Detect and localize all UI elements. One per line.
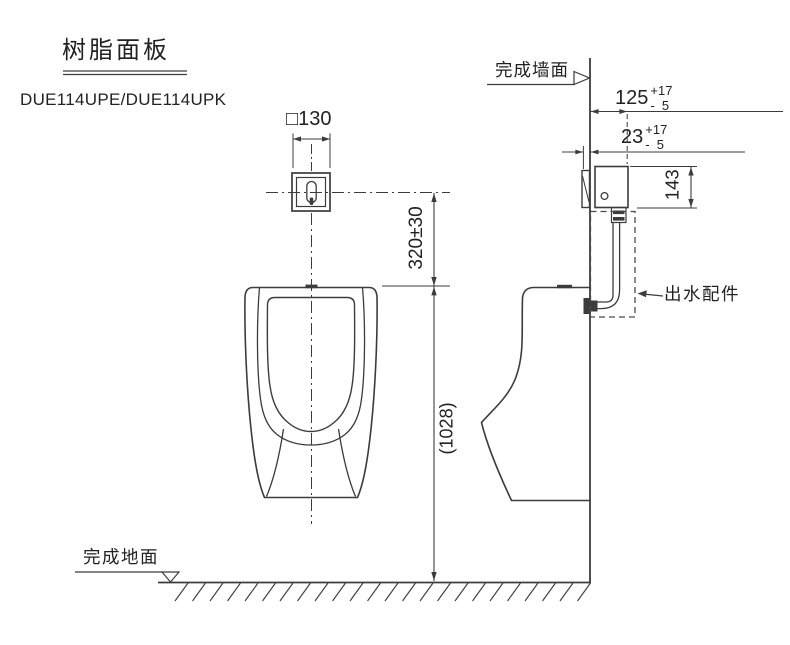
finished-wall-pointer (487, 70, 592, 86)
dim-23-plus: +17 (645, 122, 668, 137)
urinal-front-view (244, 284, 378, 499)
dim-wall-to-pipe-125 (590, 109, 783, 164)
dim-rim-height-label: (1028) (436, 402, 457, 455)
outlet-fitting-leader (637, 290, 664, 298)
water-inlet-mark (305, 284, 318, 289)
dim-wall-to-panel-23 (562, 146, 745, 169)
dim-23-tolerances: +17 - 5 (645, 122, 673, 153)
dim-125-tolerances: +17 - 5 (650, 83, 678, 114)
finished-wall-label: 完成墙面 (495, 60, 569, 80)
wall-flange-icon (583, 298, 590, 314)
dim-wall-to-pipe-label: 125 +17 - 5 (615, 83, 678, 114)
model-number: DUE114UPE/DUE114UPK (20, 90, 227, 109)
outlet-pipe (583, 222, 621, 314)
sensor-eye-icon (309, 197, 314, 205)
dim-sensor-width-label: □130 (286, 108, 332, 130)
urinal-side-view (480, 284, 590, 502)
flush-valve-box (594, 165, 629, 224)
finished-floor-label: 完成地面 (83, 547, 159, 567)
dim-valve-box-height-label: 143 (661, 169, 683, 201)
outlet-fitting-dashed-box (589, 210, 636, 318)
dim-23-main: 23 (621, 126, 644, 149)
page-title: 树脂面板 (62, 37, 170, 64)
center-lines (266, 144, 450, 524)
floor-hatching (174, 582, 591, 602)
dim-125-minus: - 5 (650, 97, 670, 113)
dim-valve-box-143 (630, 166, 697, 209)
dim-sensor-width-130 (292, 133, 331, 168)
water-inlet-mark-side (557, 284, 572, 289)
dim-wall-to-panel-label: 23 +17 - 5 (621, 122, 673, 153)
title-underline (63, 70, 187, 76)
dim-23-minus: - 5 (645, 136, 665, 152)
sensor-panel-side-view (581, 169, 591, 209)
dim-125-main: 125 (615, 87, 649, 110)
dim-sensor-height-label: 320±30 (406, 206, 428, 270)
dim-125-plus: +17 (650, 83, 673, 98)
finished-floor-pointer (75, 571, 181, 583)
dim-vertical-320-1028 (382, 193, 450, 581)
outlet-fitting-label: 出水配件 (664, 284, 740, 304)
valve-screw-icon (600, 191, 609, 201)
